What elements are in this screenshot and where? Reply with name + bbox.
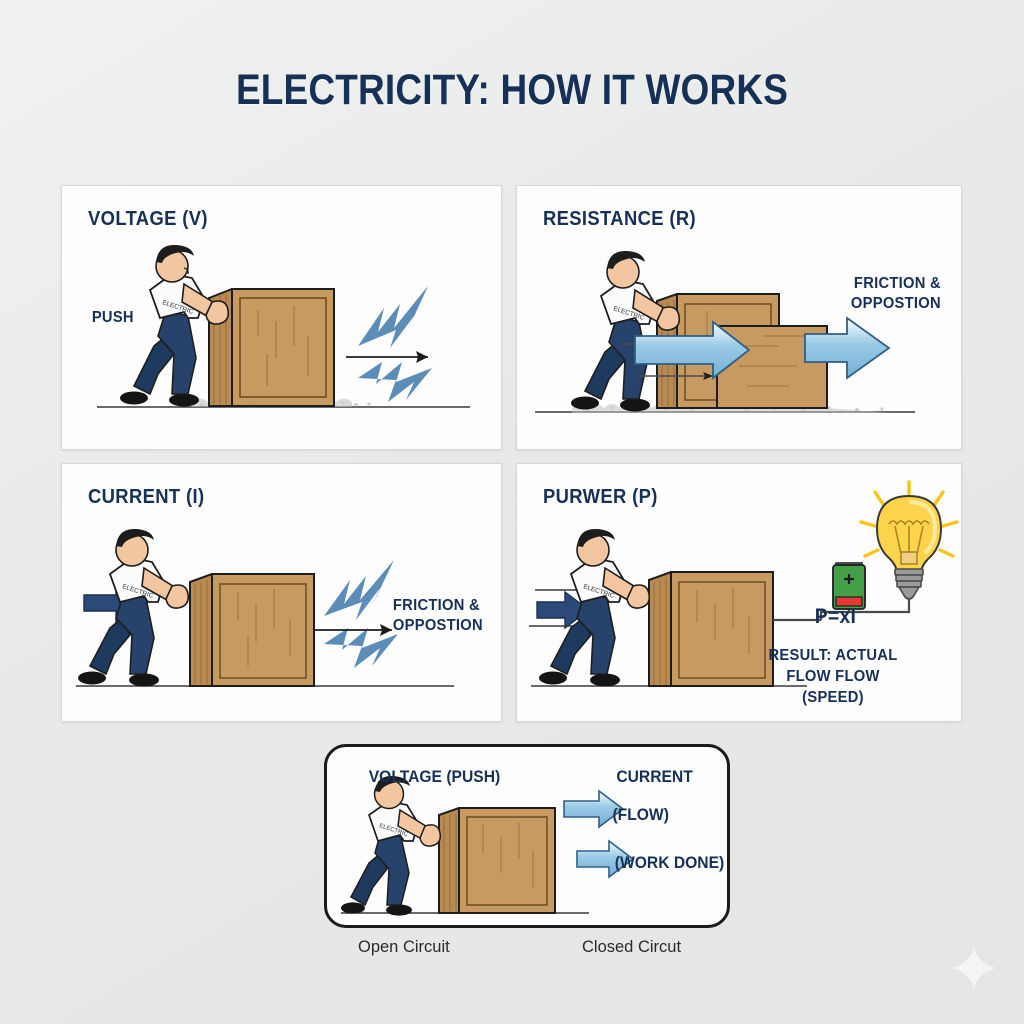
sparkle-icon [950, 944, 998, 992]
panel-power: PURWER (P) P=xI RESULT: ACTUAL FLOW FLOW… [516, 463, 962, 722]
panel-resistance-label: RESISTANCE (R) [543, 208, 697, 230]
panel-resistance: RESISTANCE (R) FRICTION & OPPOSTION [516, 185, 962, 450]
summary-work-label: (WORK DONE) [614, 853, 725, 872]
person-pushing-crate-icon: ELECTRIC [571, 250, 681, 412]
panel-voltage-label: VOLTAGE (V) [88, 208, 208, 230]
caption-closed-circuit: Closed Circut [582, 938, 682, 956]
summary-illustration: ELECTRIC [341, 775, 635, 916]
person-pushing-crate-icon: ELECTRIC [341, 775, 442, 916]
person-pushing-crate-icon: ELECTRIC [78, 528, 190, 687]
blue-block-arrow-icon [563, 789, 635, 879]
summary-current-label: CURRENT [616, 767, 693, 786]
lightning-bolt-icon [358, 286, 432, 402]
blue-block-arrow-icon [634, 316, 891, 380]
summary-card: VOLTAGE (PUSH) CURRENT (FLOW) (WORK DONE… [324, 744, 730, 928]
summary-flow-label: (FLOW) [612, 805, 669, 824]
summary-voltage-label: VOLTAGE (PUSH) [368, 767, 501, 786]
resistance-illustration: ELECTRIC [535, 250, 915, 413]
wooden-crate-icon [189, 573, 315, 687]
panel-voltage: VOLTAGE (V) PUSH [61, 185, 502, 450]
caption-open-circuit: Open Circuit [358, 938, 450, 956]
person-pushing-crate-icon: ELECTRIC [539, 528, 651, 687]
wooden-crate-icon [648, 571, 774, 687]
battery-icon [832, 562, 866, 610]
panel-power-label: PURWER (P) [543, 486, 658, 508]
panel-current-side-label: FRICTION & OPPOSTION [393, 597, 484, 634]
person-pushing-crate-icon: ELECTRIC [120, 244, 230, 407]
wooden-crate-icon [208, 288, 335, 407]
thin-arrow-right-icon [346, 351, 428, 363]
power-formula: P=xI [814, 605, 857, 628]
thin-arrow-right-icon [314, 624, 392, 636]
voltage-illustration: ELECTRIC [97, 244, 470, 408]
power-result-label: RESULT: ACTUAL FLOW FLOW (SPEED) [768, 647, 898, 706]
panel-voltage-side-label: PUSH [91, 309, 134, 326]
panel-current-label: CURRENT (I) [88, 486, 205, 508]
lightning-bolt-icon [324, 560, 398, 668]
page-title: ELECTRICITY: HOW IT WORKS [235, 66, 789, 114]
panel-current: CURRENT (I) FRICTION & OPPOSTION [61, 463, 502, 722]
panel-resistance-side-label: FRICTION & OPPOSTION [851, 275, 942, 312]
lightbulb-icon [859, 480, 959, 600]
current-illustration: ELECTRIC [76, 528, 454, 687]
wooden-crate-icon [438, 807, 556, 914]
power-illustration: ELECTRIC [529, 480, 959, 687]
